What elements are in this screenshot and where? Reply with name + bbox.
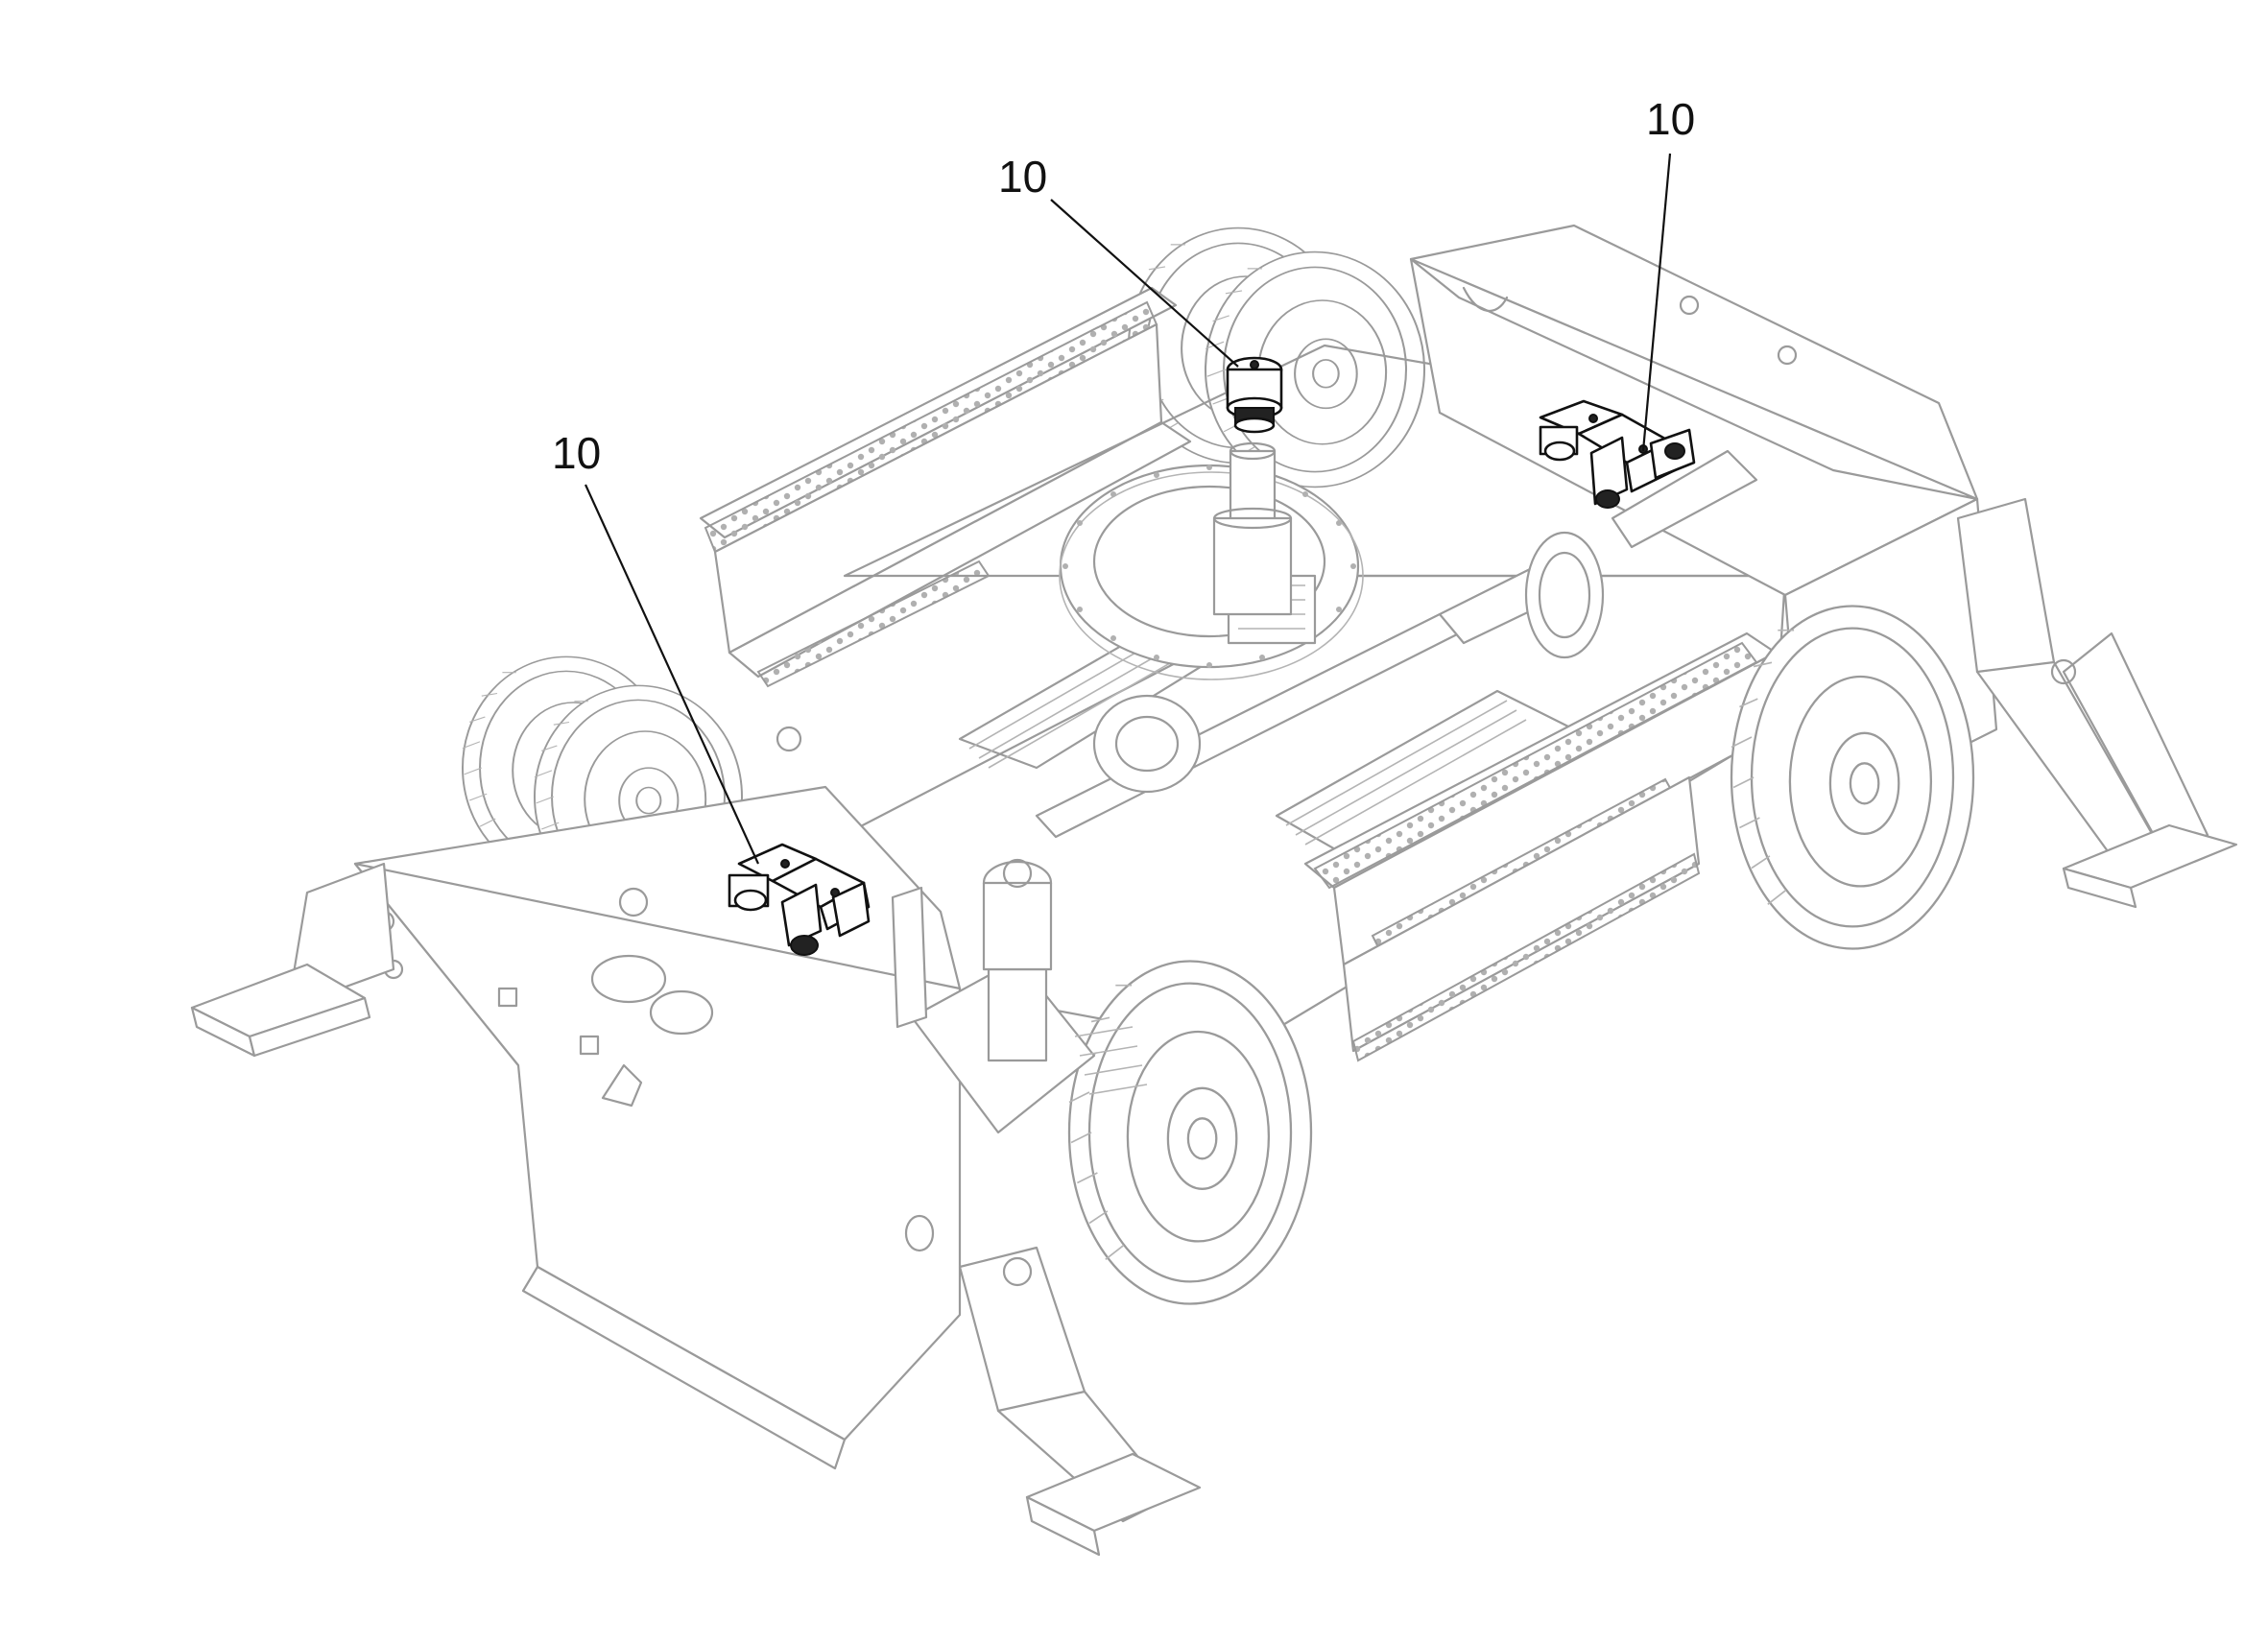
left-valve-assembly[interactable] [728, 843, 871, 956]
front-axle [910, 858, 1148, 1134]
callout-right: 10 [1641, 94, 1695, 452]
leader-line-center [1050, 199, 1239, 368]
callout-label-left: 10 [552, 428, 601, 478]
front-beam [353, 785, 962, 1470]
leader-line-right [1641, 153, 1672, 452]
chassis-ghost-artwork [190, 224, 2238, 1557]
swivel-column [1212, 441, 1293, 616]
rear-beam-details [776, 726, 928, 1029]
rear-step-rail [699, 286, 1192, 688]
leader-line-left [584, 484, 760, 865]
front-right-tire [1067, 960, 1313, 1305]
front-left-outrigger [190, 862, 395, 1058]
callout-label-center: 10 [998, 152, 1047, 202]
callout-label-right: 10 [1646, 94, 1695, 144]
front-right-outrigger [958, 1246, 1202, 1557]
rear-right-tire [1730, 605, 1975, 950]
drive-shafts [1035, 449, 1758, 839]
front-steps [1303, 631, 1782, 1062]
center-swivel-part[interactable] [1226, 356, 1283, 434]
callout-center: 10 [998, 152, 1239, 368]
rear-outrigger [1956, 497, 2238, 909]
callout-left: 10 [552, 428, 760, 865]
